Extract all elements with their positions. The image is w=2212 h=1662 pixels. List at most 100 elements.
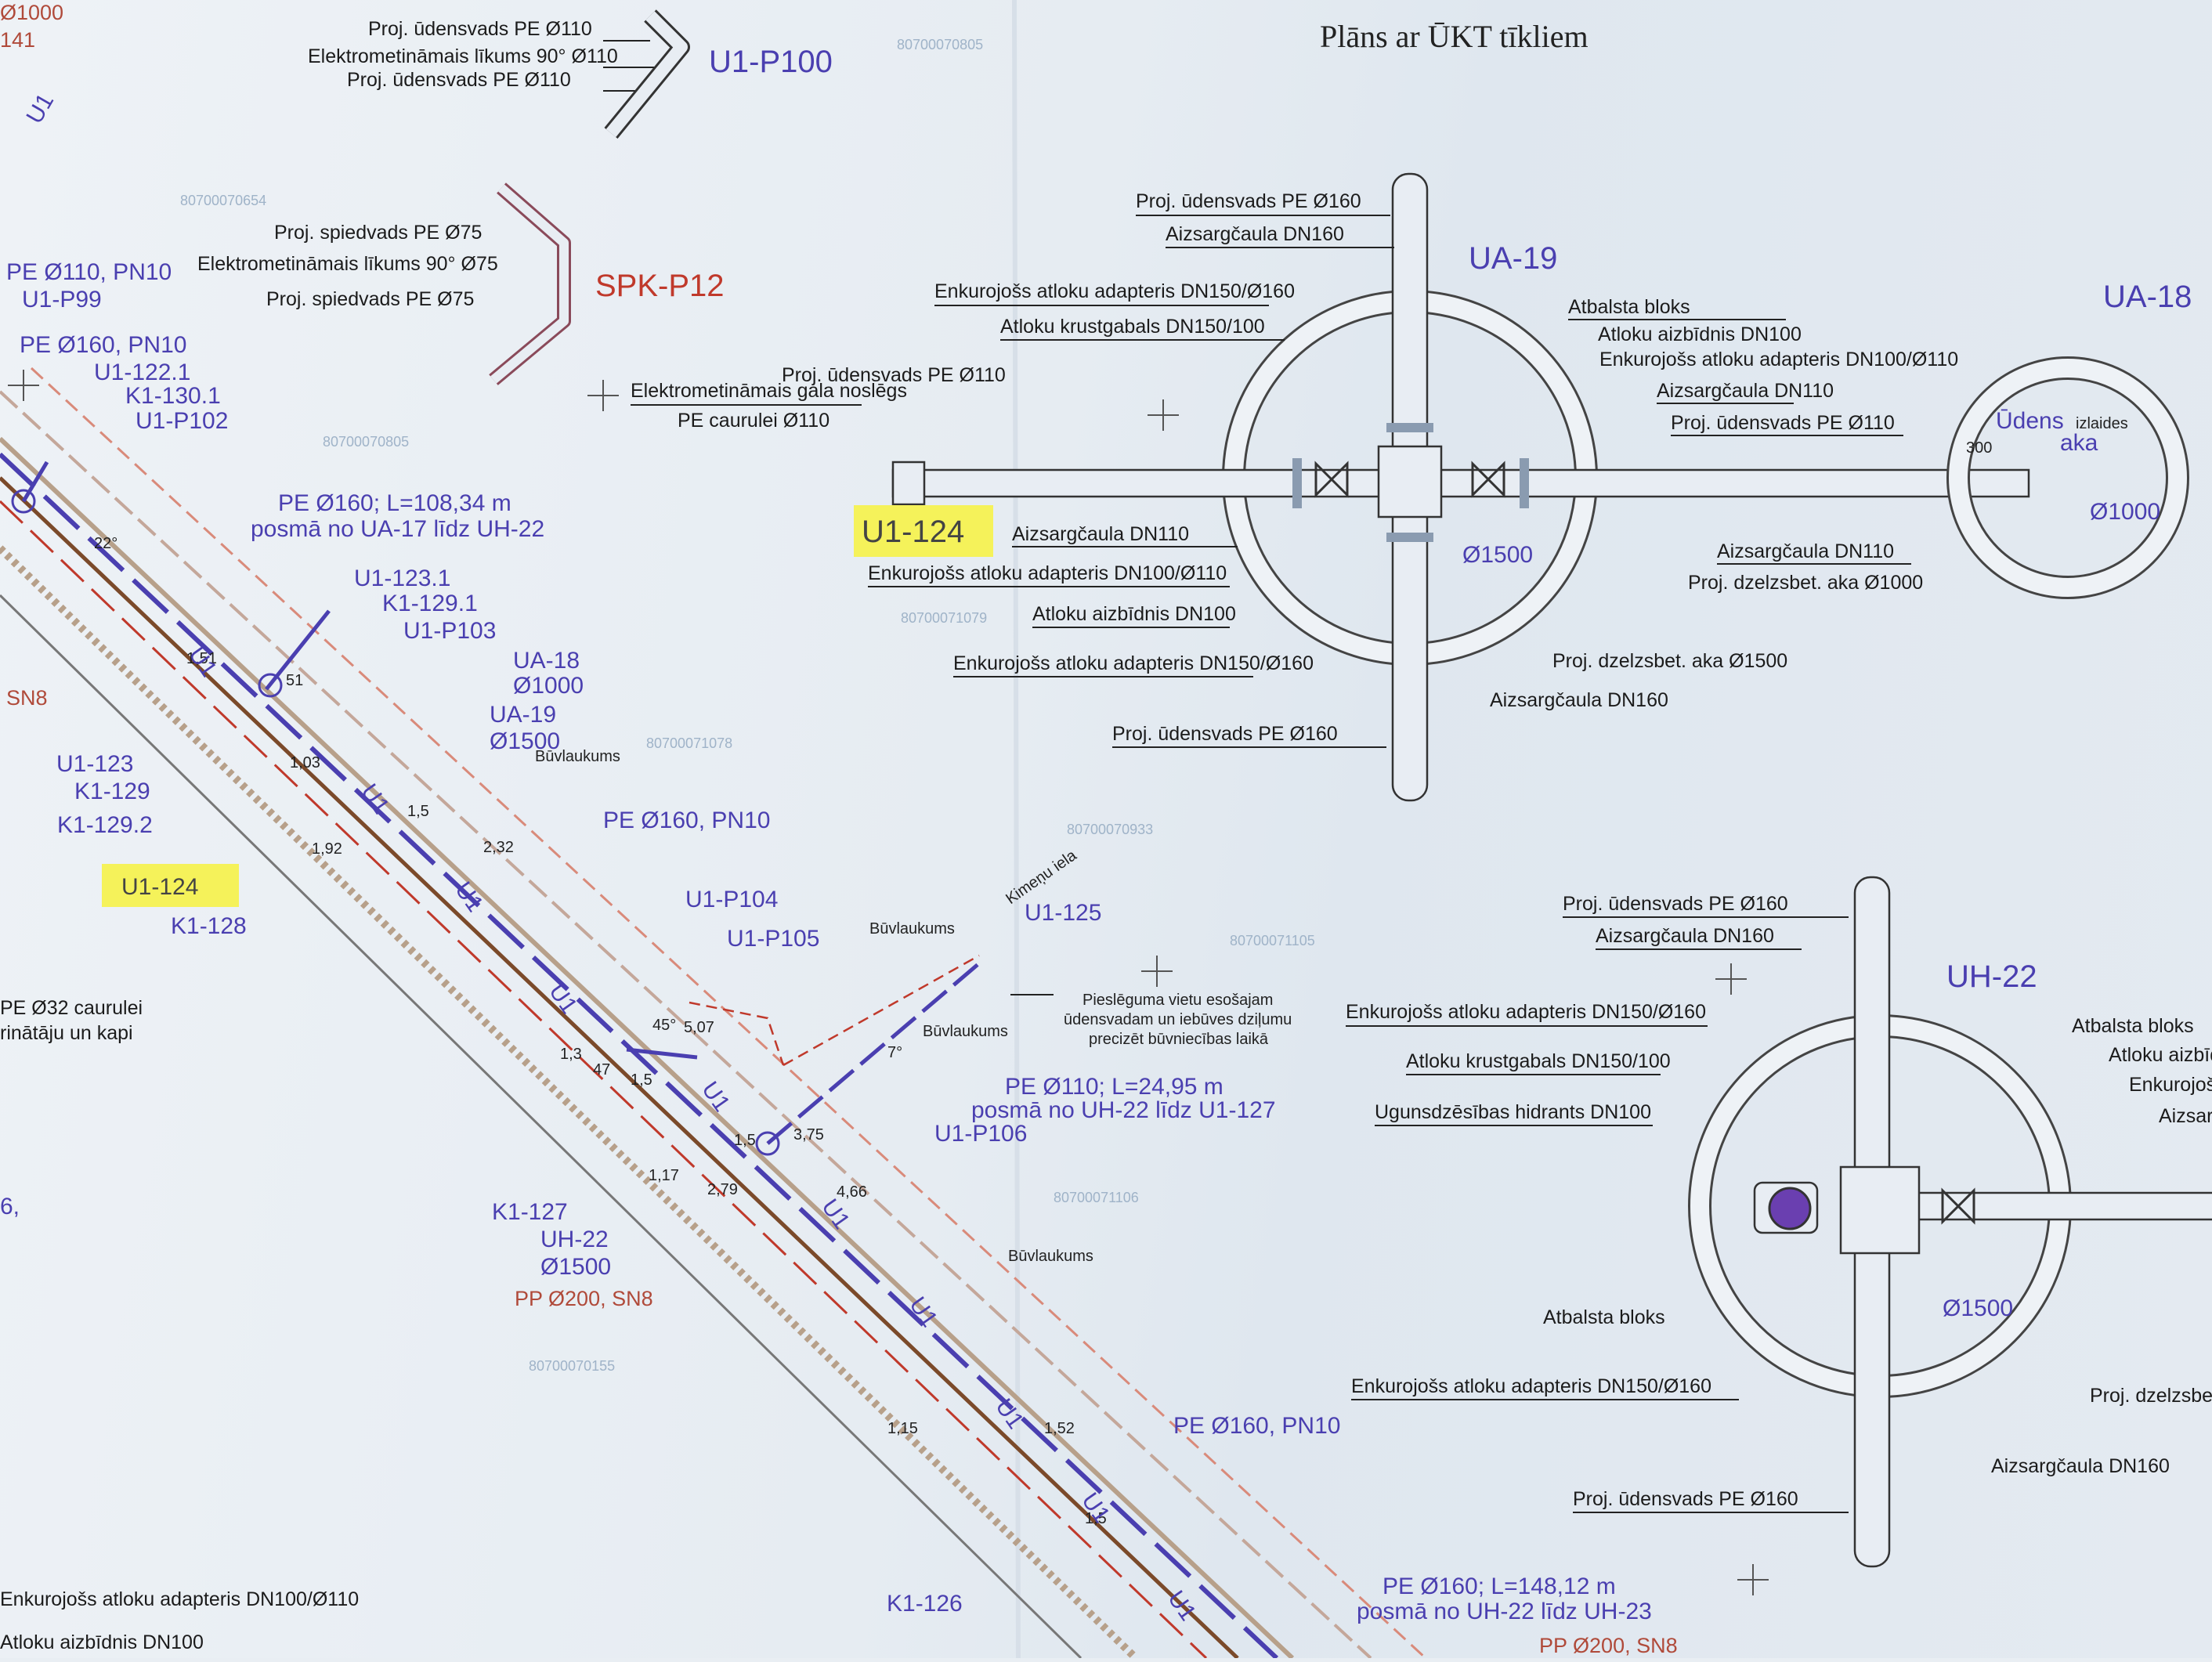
uh22-l8: Proj. ūdensvads PE Ø160 xyxy=(1573,1488,1798,1510)
plan-b0: PE Ø32 caurulei xyxy=(0,997,143,1019)
ua19-r4: Aizsargčaula DN110 xyxy=(1657,380,1834,402)
dim-7: 45° xyxy=(652,1017,676,1034)
uh22-r3: Enkurojošs xyxy=(2129,1074,2212,1096)
plan-b1: rinātāju un kapi xyxy=(0,1022,133,1044)
street-1: Būvlaukums xyxy=(869,920,955,938)
ua18-diameter: Ø1000 xyxy=(2090,499,2160,525)
plan-p25: posmā no UH-22 līdz U1-127 xyxy=(971,1097,1276,1123)
ua19-l9: Enkurojošs atloku adapteris DN100/Ø110 xyxy=(868,562,1227,584)
uh22-diameter: Ø1500 xyxy=(1943,1295,2013,1321)
plan-b7: Atloku aizbīdnis DN100 xyxy=(0,1631,204,1653)
plan-p27: K1-127 xyxy=(492,1199,568,1225)
dim-5: 1,92 xyxy=(312,840,342,858)
plan-p8: U1-123.1 xyxy=(354,565,450,591)
dim-2: 51 xyxy=(286,672,303,689)
plan-p35: PP Ø200, SN8 xyxy=(1539,1634,1678,1657)
ua19-l11: Enkurojošs atloku adapteris DN150/Ø160 xyxy=(953,652,1314,674)
ghost-3: 80700071079 xyxy=(901,610,987,626)
ghost-1: 80700070654 xyxy=(180,193,266,208)
plan-p16: K1-129 xyxy=(74,779,150,804)
u1-tag-1: U1 xyxy=(21,89,59,128)
dim-0: 22° xyxy=(94,535,117,552)
u1-tag-2: U1 xyxy=(183,642,222,681)
uh22-l2: Aizsargčaula DN160 xyxy=(1596,925,1774,947)
dim-10: 47 xyxy=(593,1061,610,1078)
plan-p20: K1-128 xyxy=(171,913,247,939)
plan-p28: UH-22 xyxy=(540,1227,609,1252)
diagonal-plan xyxy=(0,367,1427,1661)
p100-label-1: Proj. ūdensvads PE Ø110 xyxy=(368,18,592,40)
plan-p13: UA-19 xyxy=(490,702,556,728)
plan-b6: Enkurojošs atloku adapteris DN100/Ø110 xyxy=(0,1588,359,1610)
plan-p31: PE Ø160, PN10 xyxy=(1173,1413,1340,1439)
dim-12: 1,5 xyxy=(734,1132,756,1149)
uh22-l5: Ugunsdzēsības hidrants DN100 xyxy=(1375,1101,1651,1123)
plan-p33: PE Ø160; L=148,12 m xyxy=(1382,1573,1616,1599)
plan-p5: U1-P102 xyxy=(136,408,228,434)
plan-dimensions: 22° 1,51 51 1,03 1,5 1,92 2,32 45° 5,07 … xyxy=(94,535,1107,1527)
plan-p7: posmā no UA-17 līdz UH-22 xyxy=(251,516,544,542)
plan-p18: PE Ø160, PN10 xyxy=(603,808,770,833)
plan-p12: Ø1000 xyxy=(513,673,584,699)
ua18-name: UA-18 xyxy=(2103,280,2192,314)
spk-label-1: Proj. spiedvads PE Ø75 xyxy=(274,222,482,244)
plan-p3: U1-122.1 xyxy=(94,359,190,385)
plan-p15: U1-123 xyxy=(56,751,133,777)
ua19-r8: Proj. dzelzsbet. aka Ø1500 xyxy=(1552,650,1787,672)
p100-label-2: Elektrometināmais līkums 90° Ø110 xyxy=(308,45,618,67)
p100-name: U1-P100 xyxy=(709,45,833,79)
ua18-dim: 300 xyxy=(1966,439,1992,457)
plan-b3: Pieslēguma vietu esošajam xyxy=(1083,992,1273,1009)
uh22-l4: Atloku krustgabals DN150/100 xyxy=(1406,1050,1671,1072)
ua19-l4: Atloku krustgabals DN150/100 xyxy=(1000,316,1265,338)
ua18-text1: Ūdens xyxy=(1996,408,2064,434)
ua19-r2: Atloku aizbīdnis DN100 xyxy=(1598,323,1802,345)
dim-11: 1,5 xyxy=(631,1071,652,1089)
dim-9: 1,3 xyxy=(560,1046,582,1063)
ghost-6: 80700071105 xyxy=(1230,933,1315,948)
ua19-diameter: Ø1500 xyxy=(1462,542,1533,568)
dim-4: 1,5 xyxy=(407,803,429,820)
spk-label-3: Proj. spiedvads PE Ø75 xyxy=(266,288,474,310)
plan-p9: K1-129.1 xyxy=(382,591,478,616)
u1-tag-10: U1 xyxy=(1076,1488,1115,1527)
ua19-l12: Proj. ūdensvads PE Ø160 xyxy=(1112,723,1338,745)
ua19-l10: Atloku aizbīdnis DN100 xyxy=(1032,603,1236,625)
plan-p22: U1-P105 xyxy=(727,926,819,952)
crosshairs xyxy=(8,370,1769,1595)
dim-16: 2,79 xyxy=(707,1181,738,1198)
ua19-l1: Proj. ūdensvads PE Ø160 xyxy=(1136,190,1361,212)
ghost-8: 80700070155 xyxy=(529,1358,615,1374)
dim-19: 1,52 xyxy=(1044,1420,1075,1437)
uh22-l3: Enkurojošs atloku adapteris DN150/Ø160 xyxy=(1346,1001,1706,1023)
ua19-r6: Aizsargčaula DN110 xyxy=(1717,540,1894,562)
cut-label-2: 141 xyxy=(0,28,35,52)
plan-p10: U1-P103 xyxy=(403,618,496,644)
street-4: Būvlaukums xyxy=(1008,1248,1093,1265)
uh22-l6: Atbalsta bloks xyxy=(1543,1306,1665,1328)
ghost-2: 80700070805 xyxy=(323,434,409,450)
dim-6: 2,32 xyxy=(483,839,514,856)
plan-p29: Ø1500 xyxy=(540,1254,611,1280)
plan-p30: PP Ø200, SN8 xyxy=(515,1287,653,1310)
ua19-highlight-box xyxy=(854,505,993,557)
plan-p36: SN8 xyxy=(6,686,48,710)
ua19-r3: Enkurojošs atloku adapteris DN100/Ø110 xyxy=(1599,349,1958,370)
spk-label-2: Elektrometināmais līkums 90° Ø75 xyxy=(197,253,498,275)
cut-label-1: Ø1000 xyxy=(0,1,63,24)
street-3: Būvlaukums xyxy=(923,1023,1008,1040)
street-2: Būvlaukums xyxy=(535,748,620,765)
uh22-r1: Atbalsta bloks xyxy=(2072,1015,2194,1037)
dim-20: 1,5 xyxy=(1085,1510,1107,1527)
dim-8: 5,07 xyxy=(684,1019,714,1036)
ua19-l3: Enkurojošs atloku adapteris DN150/Ø160 xyxy=(934,280,1295,302)
ua18-detail: UA-18 Ūdens izlaides aka 300 Ø1000 xyxy=(1946,280,2192,599)
plan-p0: PE Ø110, PN10 xyxy=(6,259,172,285)
ghost-7: 80700071106 xyxy=(1054,1190,1139,1205)
plan-p34: posmā no UH-22 līdz UH-23 xyxy=(1357,1599,1652,1624)
uh22-r2: Atloku aizbīdnis xyxy=(2109,1044,2212,1066)
ua18-text3: aka xyxy=(2060,430,2098,456)
ua19-r9: Aizsargčaula DN160 xyxy=(1490,689,1668,711)
